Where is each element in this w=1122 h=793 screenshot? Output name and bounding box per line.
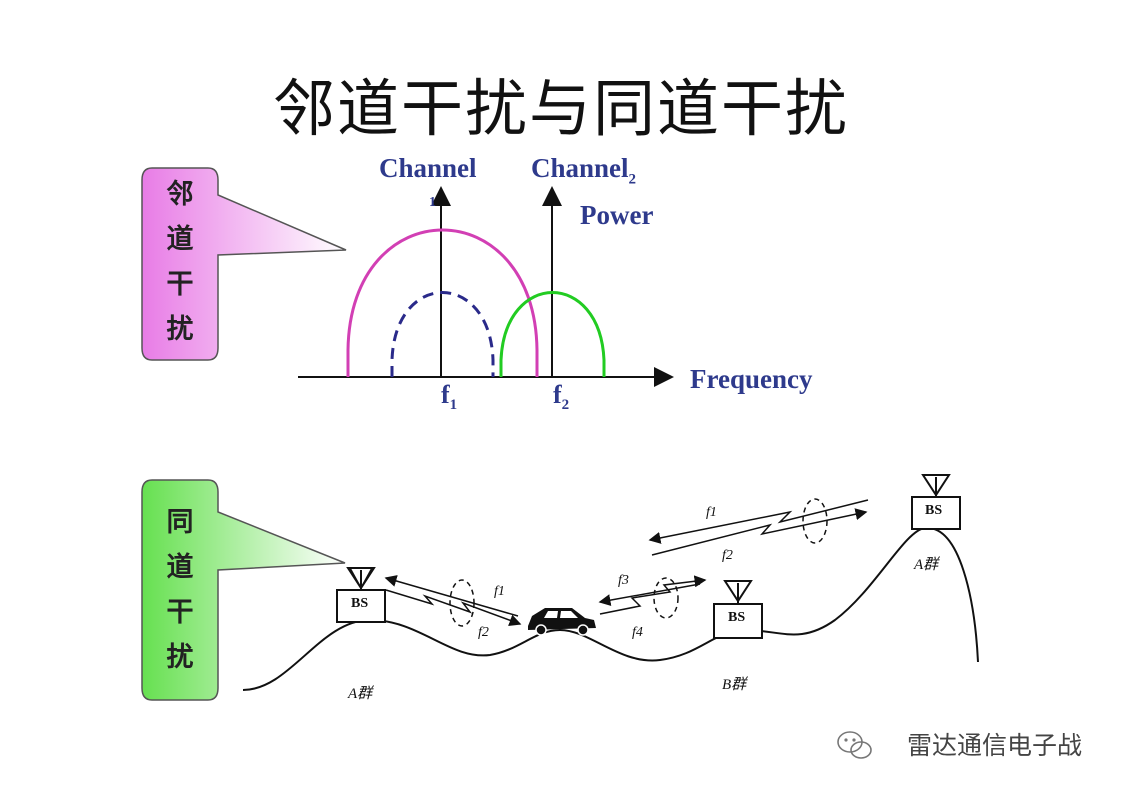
channel1-curve (346, 228, 539, 377)
bs-right (911, 474, 961, 530)
channel1-label: Channel (379, 153, 477, 184)
wechat-icon (837, 731, 872, 759)
bs-left-label: BS (351, 596, 369, 611)
channel1-label-text: Channel (379, 153, 477, 183)
f2-label: f2 (553, 380, 569, 414)
channel2-label: Channel2 (531, 153, 636, 188)
channel2-curve (499, 291, 606, 377)
cochannel-label-text: 同道干扰 (166, 507, 194, 673)
link-middle (598, 575, 707, 619)
channel1-dashed-curve (390, 291, 495, 377)
adjacent-label-text: 邻道干扰 (166, 179, 194, 345)
power-label: Power (580, 200, 654, 230)
bs-right-label: BS (925, 503, 943, 518)
watermark-text: 雷达通信电子战 (906, 731, 1082, 760)
f1-sub: 1 (449, 397, 458, 414)
link-left-lower-label: f2 (478, 625, 489, 640)
channel2-label-text: Channel (531, 153, 629, 183)
link-middle-lower-label: f4 (632, 625, 643, 640)
bs-left (336, 567, 386, 623)
f1-text: f (441, 380, 450, 409)
channel1-subscript: 1 (429, 195, 436, 210)
link-top-upper-label: f1 (706, 505, 717, 520)
group-a-left-label: A群 (348, 686, 373, 702)
link-left-upper-label: f1 (494, 584, 505, 599)
f2-sub: 2 (561, 397, 570, 414)
cochannel-callout (141, 479, 346, 701)
page-title: 邻道干扰与同道干扰 (272, 72, 849, 145)
f1-label: f1 (441, 380, 457, 414)
watermark: 雷达通信电子战 (907, 726, 1082, 762)
bs-middle-label: BS (728, 610, 746, 625)
adjacent-callout-label: 邻道干扰 (160, 172, 200, 352)
channel2-subscript: 2 (628, 171, 637, 188)
group-b-label: B群 (722, 677, 747, 693)
bs-middle (713, 580, 763, 639)
link-middle-upper-label: f3 (618, 573, 629, 588)
link-top (648, 498, 869, 556)
group-a-right-label: A群 (914, 557, 939, 573)
car-icon (528, 608, 596, 636)
link-top-lower-label: f2 (722, 548, 733, 563)
f2-text: f (553, 380, 562, 409)
link-left (384, 575, 522, 627)
frequency-label: Frequency (690, 364, 813, 394)
adjacent-callout (141, 167, 347, 361)
cochannel-callout-label: 同道干扰 (160, 500, 200, 680)
